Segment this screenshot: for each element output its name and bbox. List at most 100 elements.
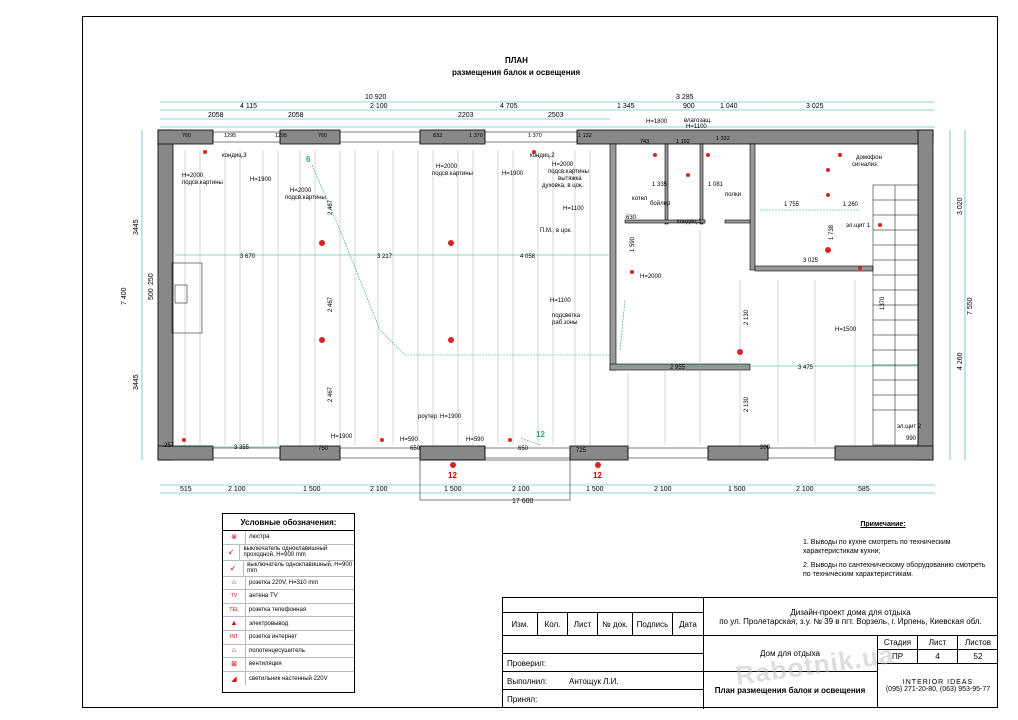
switch-single-icon: ↙ <box>223 560 245 576</box>
svg-text:4 705: 4 705 <box>500 103 518 110</box>
legend-item-label: полотенцесушитель <box>249 647 305 654</box>
svg-text:1 132: 1 132 <box>578 133 592 139</box>
stamp-col-kol: Кол. <box>538 613 568 636</box>
svg-text:Н=1100: Н=1100 <box>550 298 571 304</box>
svg-text:1295: 1295 <box>224 133 236 139</box>
light-fixtures <box>182 150 882 468</box>
svg-text:подсв.картины: подсв.картины <box>182 180 223 186</box>
chandelier-icon: ⊗ <box>223 531 246 544</box>
svg-text:725: 725 <box>576 448 587 454</box>
stamp-sheet-title: План размещения балок и освещения <box>703 672 878 708</box>
stamp-stage: ПР <box>878 650 918 664</box>
svg-text:Н=1900: Н=1900 <box>331 434 353 440</box>
svg-text:1 345: 1 345 <box>617 103 635 110</box>
entrance-porch <box>419 459 571 501</box>
svg-text:990: 990 <box>906 436 917 442</box>
svg-text:вытяжка: вытяжка <box>558 176 582 182</box>
svg-text:1370: 1370 <box>880 296 886 310</box>
svg-text:10 920: 10 920 <box>365 94 387 101</box>
svg-text:515: 515 <box>180 486 192 493</box>
legend-item: ↙выключатель одноклавишный проходной, Н=… <box>223 544 354 561</box>
svg-text:подсв.картины: подсв.картины <box>548 169 589 175</box>
legend-item: ⊗люстра <box>223 531 354 545</box>
legend-item-label: светильник настенный 220V <box>249 675 328 682</box>
legend-header: Условные обозначения: <box>223 514 354 531</box>
legend-item: ⌂розетка 220V, Н=310 mm <box>223 576 354 591</box>
stamp-vypolnil-name: Антощук Л.И. <box>569 676 619 686</box>
stamp-col-izm: Изм. <box>503 613 538 636</box>
stamp-project-address: по ул. Пролетарская, з.у. № 39 в пгт. Во… <box>719 616 982 626</box>
svg-text:3 355: 3 355 <box>234 445 250 451</box>
svg-text:3445: 3445 <box>133 374 140 390</box>
svg-text:7 400: 7 400 <box>121 287 128 305</box>
svg-text:2 100: 2 100 <box>796 486 814 493</box>
svg-text:1 500: 1 500 <box>728 486 746 493</box>
svg-text:1 081: 1 081 <box>708 182 724 188</box>
svg-text:743: 743 <box>640 139 649 145</box>
svg-text:1 500: 1 500 <box>444 486 462 493</box>
legend-table: Условные обозначения: ⊗люстра ↙выключате… <box>222 513 355 693</box>
svg-text:760: 760 <box>318 133 327 139</box>
svg-text:3 025: 3 025 <box>803 258 819 264</box>
svg-text:духовка, в цок.: духовка, в цок. <box>542 183 584 189</box>
stamp-col-ndok: № док. <box>598 613 633 636</box>
svg-text:3 020: 3 020 <box>957 197 964 215</box>
svg-text:подсв.картины: подсв.картины <box>432 171 473 177</box>
svg-text:250: 250 <box>148 273 155 285</box>
circuit-numbers: 6 12 12 12 <box>306 155 602 480</box>
svg-text:1 332: 1 332 <box>716 136 730 142</box>
legend-item-label: электровывод <box>249 620 289 627</box>
svg-text:Н=590: Н=590 <box>400 437 419 443</box>
svg-text:1 260: 1 260 <box>843 202 859 208</box>
svg-text:2 100: 2 100 <box>370 103 388 110</box>
legend-item: ▲электровывод <box>223 617 354 631</box>
svg-text:1 040: 1 040 <box>720 103 738 110</box>
svg-text:2 100: 2 100 <box>228 486 246 493</box>
svg-text:подсветка: подсветка <box>552 313 581 319</box>
socket-icon: ⌂ <box>223 576 246 590</box>
stamp-stage-header: Стадия <box>878 636 918 650</box>
stamp-phones: (095) 271-20-80, (063) 953-95-77 <box>885 686 991 693</box>
svg-text:4 058: 4 058 <box>520 254 536 260</box>
svg-text:Н=1100: Н=1100 <box>563 206 584 212</box>
svg-text:сигнализ.: сигнализ. <box>852 162 879 168</box>
svg-text:эл.щит 2: эл.щит 2 <box>897 424 922 430</box>
staircase <box>872 184 919 446</box>
svg-text:1295: 1295 <box>275 133 287 139</box>
wall-lamp-icon: ◢ <box>223 671 246 686</box>
beam-dimension-lines <box>175 254 918 448</box>
svg-text:Н=1900: Н=1900 <box>502 171 524 177</box>
svg-text:2 130: 2 130 <box>744 309 750 325</box>
stamp-col-list: Лист <box>568 613 598 636</box>
svg-text:1 755: 1 755 <box>784 202 800 208</box>
stamp-list: 4 <box>918 650 958 664</box>
notes-block: Примечание: 1. Выводы по кухне смотреть … <box>803 520 993 584</box>
plan-title: ПЛАН <box>505 56 528 65</box>
svg-text:750: 750 <box>318 446 329 452</box>
svg-text:Н=1800: Н=1800 <box>646 119 668 125</box>
svg-text:2058: 2058 <box>288 112 304 119</box>
svg-text:домофон: домофон <box>856 155 882 161</box>
stamp-listov-header: Листов <box>958 636 998 650</box>
wiring-lines <box>311 164 860 446</box>
svg-text:Н=590: Н=590 <box>466 437 485 443</box>
svg-text:бойлер: бойлер <box>650 200 671 207</box>
svg-text:6: 6 <box>306 155 311 164</box>
fireplace <box>171 262 203 334</box>
svg-text:2 130: 2 130 <box>744 396 750 412</box>
svg-text:1 738: 1 738 <box>829 224 835 240</box>
legend-item-label: розетка 220V, Н=310 mm <box>249 579 319 586</box>
svg-text:эл.щит 1: эл.щит 1 <box>846 223 871 229</box>
tv-antenna-icon: TV <box>223 590 246 603</box>
svg-text:630: 630 <box>626 215 637 221</box>
svg-text:1 370: 1 370 <box>528 133 542 139</box>
legend-item: ↙выключатель одноклавишный, Н=900 mm <box>223 560 354 577</box>
svg-text:Н=1100: Н=1100 <box>686 124 707 130</box>
svg-text:Н=2000: Н=2000 <box>182 173 204 179</box>
svg-text:полки: полки <box>725 192 741 198</box>
svg-text:Н=1900: Н=1900 <box>440 414 462 420</box>
svg-text:3 217: 3 217 <box>377 254 393 260</box>
note-item: 1. Выводы по кухне смотреть по техническ… <box>803 539 951 555</box>
svg-text:П.М., в цок.: П.М., в цок. <box>540 228 572 234</box>
svg-text:1 192: 1 192 <box>676 139 690 145</box>
